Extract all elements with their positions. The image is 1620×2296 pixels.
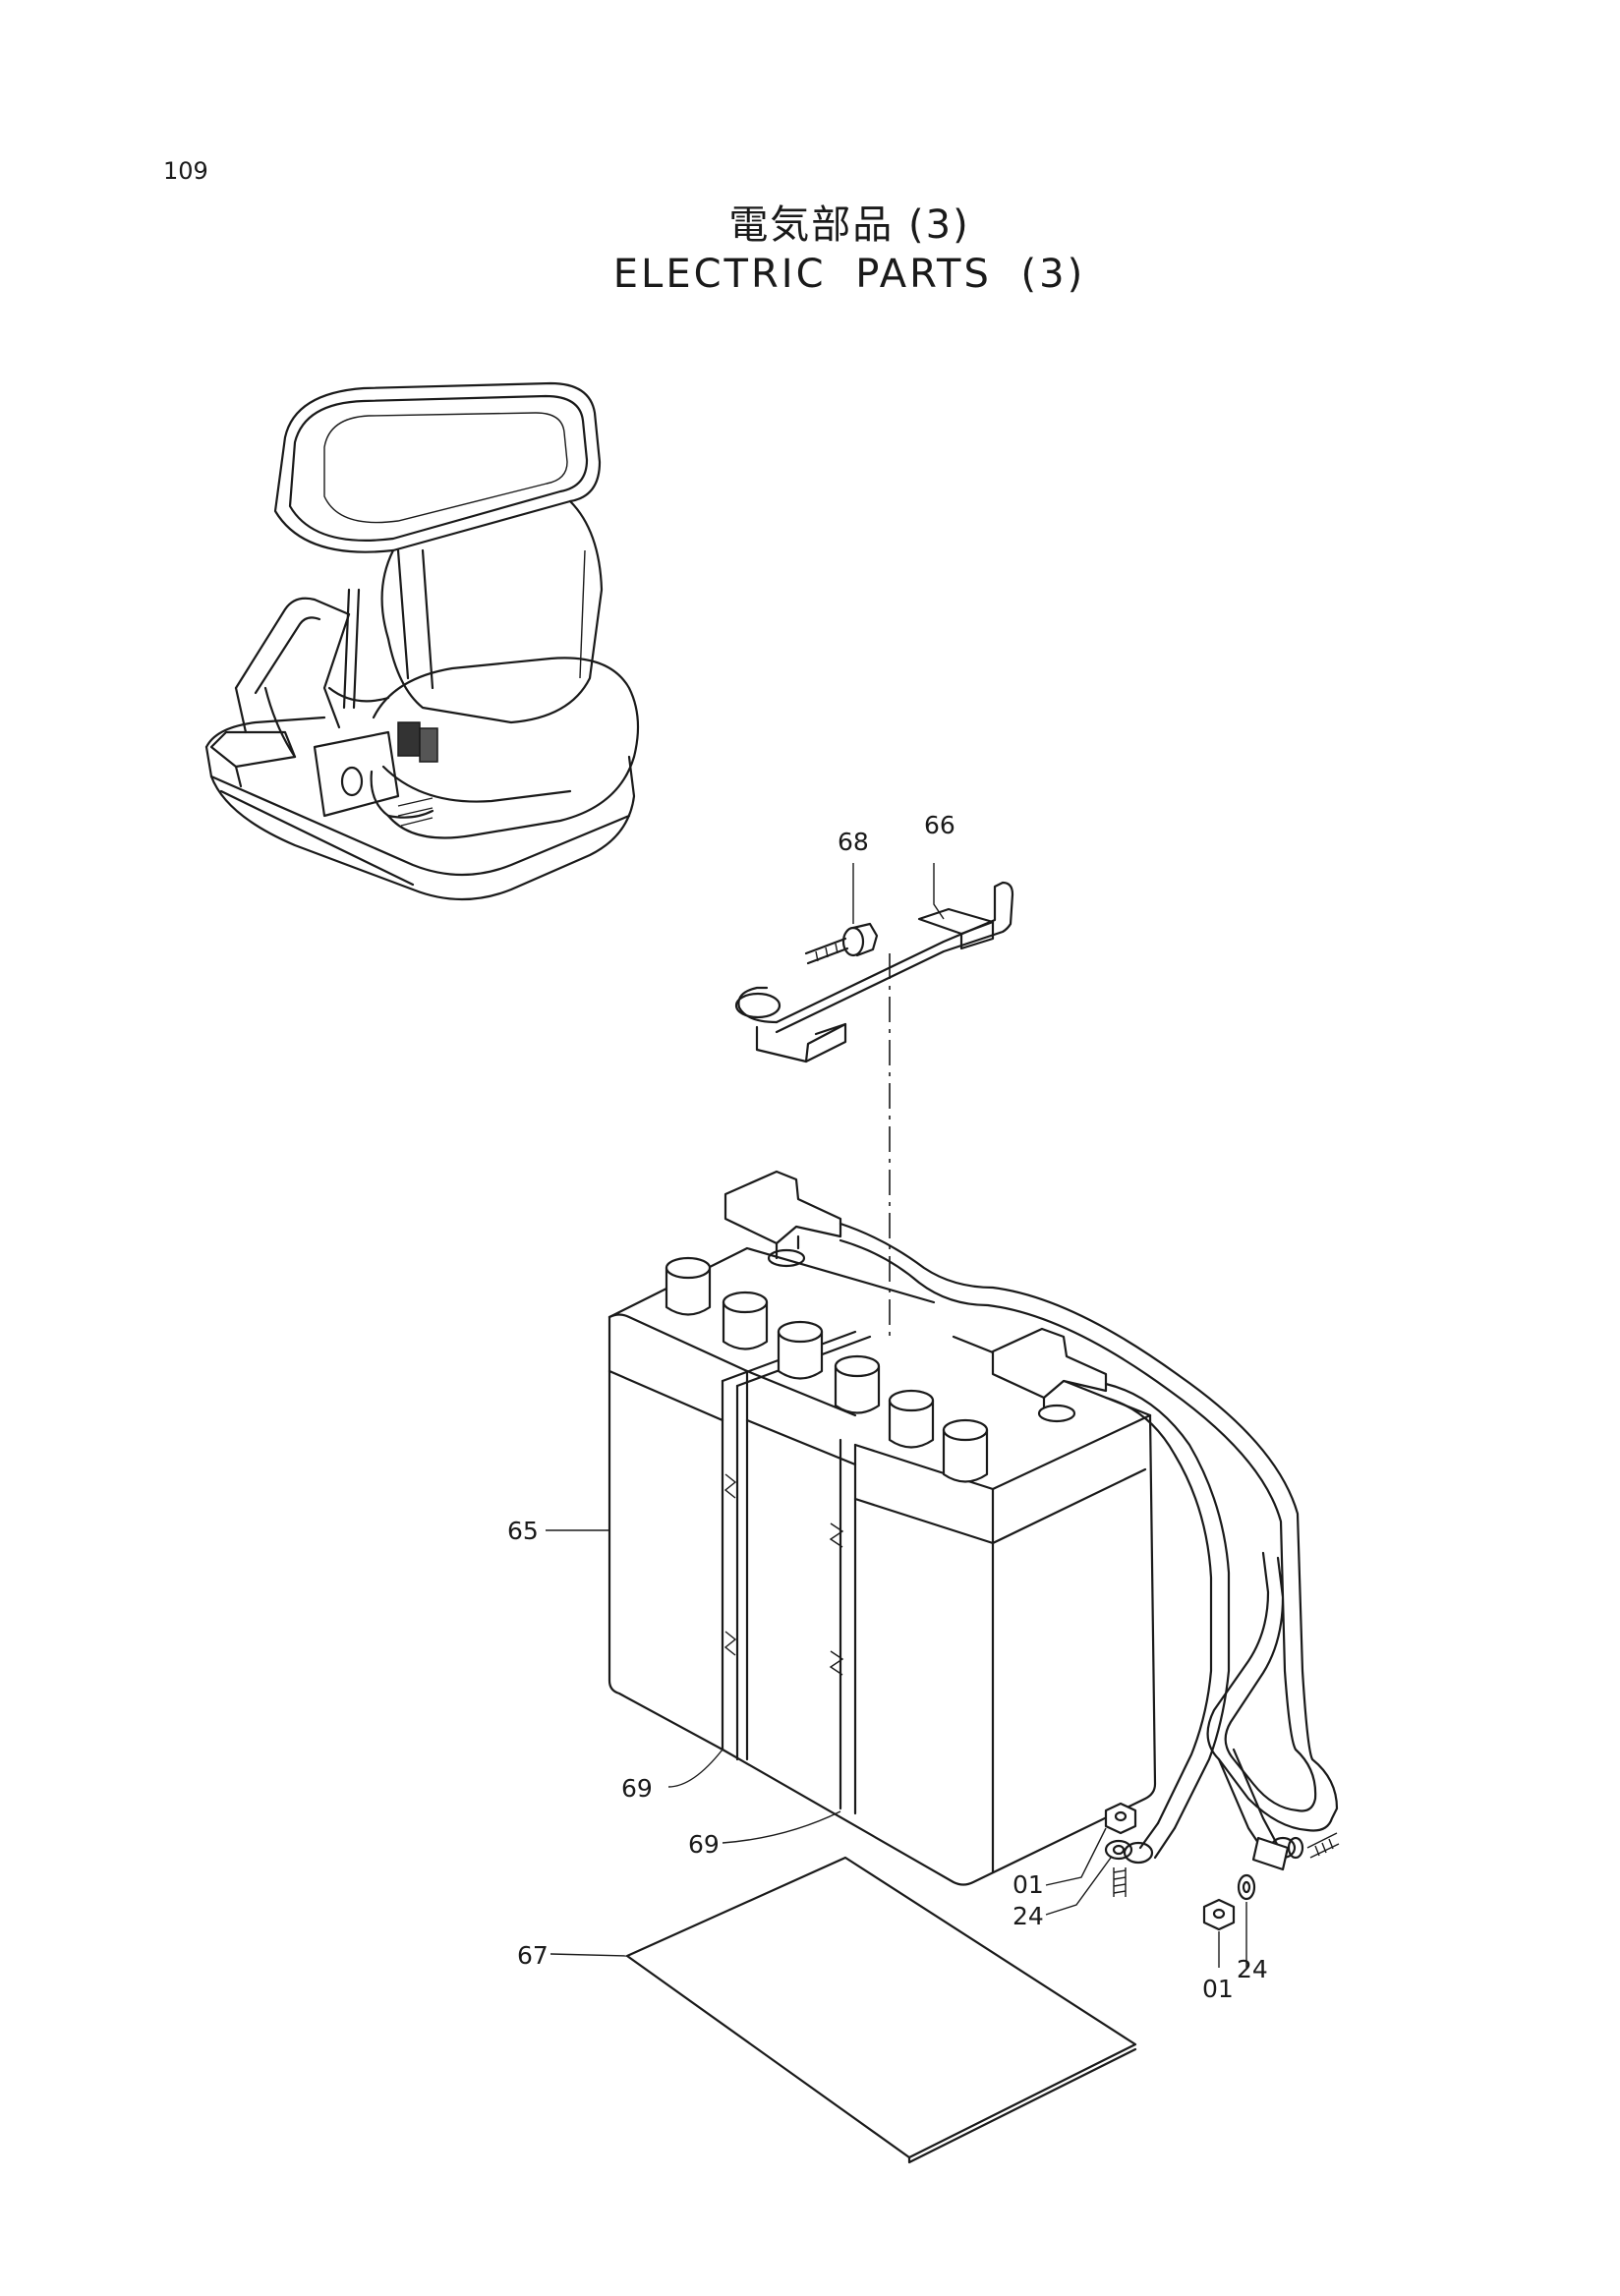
battery-cable-illustration	[839, 1222, 1340, 1931]
battery-mat-illustration	[625, 1856, 1137, 2164]
callout-labels: 68 66 65 69 69 67 01 24 01 24	[507, 811, 1268, 2003]
vehicle-overview-illustration	[204, 381, 640, 901]
battery-terminals	[723, 1170, 1108, 1423]
page-title-english: ELECTRIC PARTS (3)	[612, 252, 1086, 297]
battery-bracket-illustration	[734, 881, 1014, 1337]
callout-65: 65	[507, 1517, 539, 1545]
leader-lines	[546, 863, 1247, 1968]
callout-69-lower: 69	[688, 1830, 720, 1859]
page-number: 109	[163, 157, 208, 185]
callout-68: 68	[838, 828, 869, 856]
battery-caps	[665, 1256, 989, 1483]
callout-24-right: 24	[1237, 1955, 1268, 1983]
callout-69-upper: 69	[621, 1774, 653, 1803]
page-title-japanese: 電気部品 (3)	[728, 202, 970, 248]
callout-24-left: 24	[1012, 1902, 1044, 1930]
terminal-hardware	[1104, 1802, 1340, 1931]
battery-pack-illustration	[608, 1170, 1157, 1886]
callout-66: 66	[924, 811, 955, 839]
callout-67: 67	[517, 1941, 549, 1970]
callout-01-right: 01	[1202, 1975, 1234, 2003]
callout-01-left: 01	[1012, 1870, 1044, 1899]
